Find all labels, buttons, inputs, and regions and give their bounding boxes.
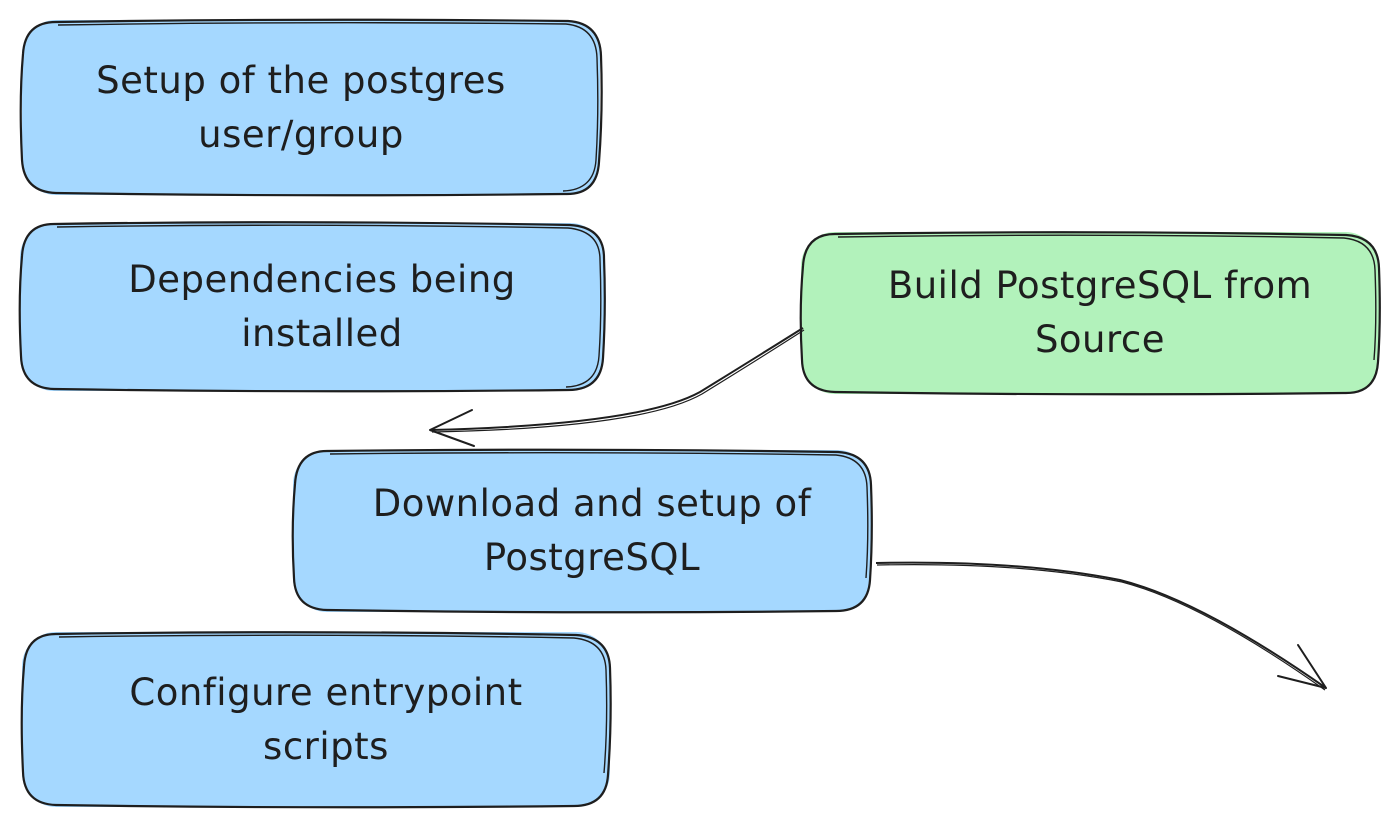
node-setup-postgres-user[interactable] [19, 18, 603, 197]
edge-download-onward[interactable] [875, 561, 1327, 691]
arrowhead-left [429, 409, 475, 447]
label-line-1: Configure entrypoint [129, 670, 523, 714]
label-line-2: scripts [263, 724, 389, 768]
node-label-build-from-source: Build PostgreSQL from Source [801, 232, 1379, 394]
node-build-from-source[interactable] [799, 231, 1381, 396]
label-line-2: installed [241, 312, 403, 355]
label-line-2: user/group [198, 112, 404, 156]
node-download-setup[interactable] [291, 448, 873, 614]
label-line-2: Source [1034, 318, 1166, 361]
node-label-download-setup: Download and setup of PostgreSQL [293, 450, 871, 612]
label-line-1: Setup of the postgres [96, 58, 506, 102]
edge-build-to-download[interactable] [429, 327, 805, 447]
node-label-configure-entrypoint: Configure entrypoint scripts [22, 632, 610, 807]
label-line-1: Download and setup of [372, 482, 812, 525]
label-line-1: Build PostgreSQL from [887, 264, 1313, 307]
node-label-dependencies-installed: Dependencies being installed [20, 223, 604, 391]
arrowhead-right [1277, 644, 1327, 689]
node-dependencies-installed[interactable] [18, 221, 606, 393]
node-label-setup-postgres-user: Setup of the postgres user/group [22, 20, 600, 195]
node-configure-entrypoint[interactable] [20, 631, 612, 809]
label-line-2: PostgreSQL [483, 536, 701, 579]
label-line-1: Dependencies being [128, 258, 516, 301]
